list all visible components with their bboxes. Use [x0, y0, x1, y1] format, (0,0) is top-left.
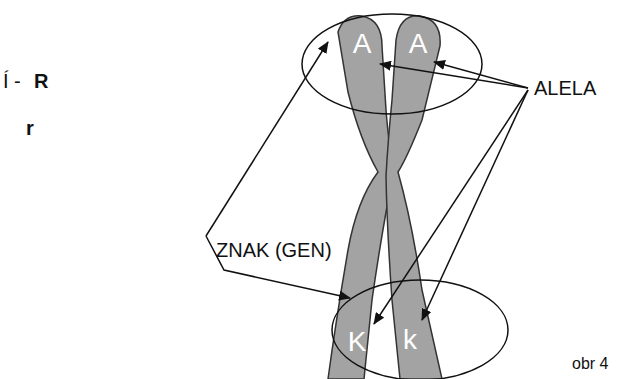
- locus-ellipse: [302, 14, 482, 114]
- allele-letter: A: [353, 30, 372, 58]
- cut-label: R: [34, 71, 48, 91]
- part-name: ALELA: [534, 78, 596, 98]
- chromatid-right: [386, 16, 442, 379]
- cut-label: r: [26, 118, 34, 138]
- leader-arrow: [374, 90, 528, 324]
- allele-letter: A: [409, 30, 428, 58]
- cut-label: Í -: [3, 71, 21, 91]
- allele-letter: K: [348, 328, 367, 356]
- leader-arrow: [206, 42, 328, 236]
- chromatid-left: [328, 16, 394, 379]
- leader-arrow: [206, 236, 350, 298]
- leader-arrow: [434, 62, 528, 88]
- locus-ellipse: [332, 280, 508, 379]
- leader-arrow: [422, 90, 528, 320]
- part-name: ZNAK (GEN): [216, 240, 332, 260]
- figure-number: obr 4: [572, 356, 608, 372]
- allele-letter: k: [403, 326, 417, 354]
